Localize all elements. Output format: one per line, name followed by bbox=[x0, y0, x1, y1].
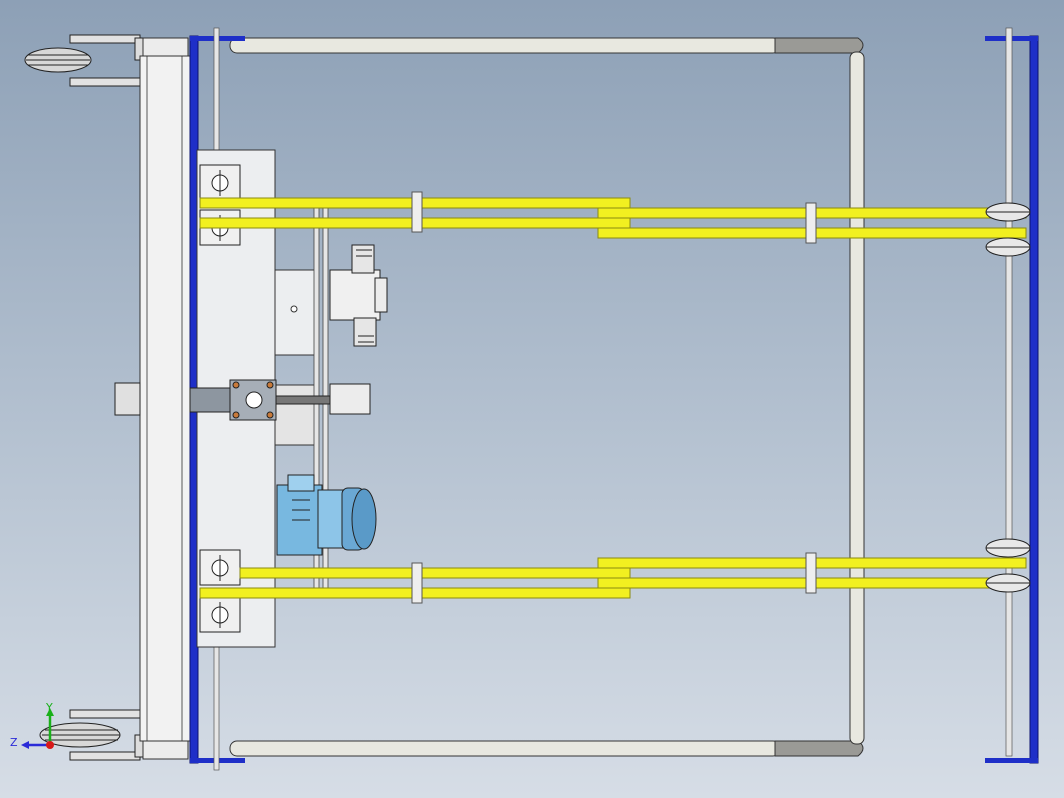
bearing-block-3 bbox=[199, 549, 241, 586]
outer-tube-frame bbox=[229, 37, 865, 757]
pivot-roller-upper bbox=[985, 202, 1031, 257]
side-beam bbox=[139, 37, 191, 760]
bearing-block-1 bbox=[199, 164, 241, 201]
yellow-link-lower bbox=[199, 552, 1027, 604]
coordinate-triad: Y Z bbox=[10, 701, 54, 749]
bearing-block-4 bbox=[199, 596, 241, 633]
z-axis-label: Z bbox=[10, 736, 18, 749]
caster-wheel-top bbox=[24, 34, 148, 87]
caster-wheel-bottom bbox=[39, 709, 148, 761]
y-axis-label: Y bbox=[45, 701, 53, 714]
hydraulic-cylinder bbox=[114, 379, 371, 421]
right-blue-frame bbox=[985, 27, 1039, 764]
solenoid-valve bbox=[329, 244, 388, 347]
yellow-link-upper bbox=[199, 191, 1027, 244]
electric-motor bbox=[276, 474, 377, 556]
pivot-roller-lower bbox=[985, 538, 1031, 593]
